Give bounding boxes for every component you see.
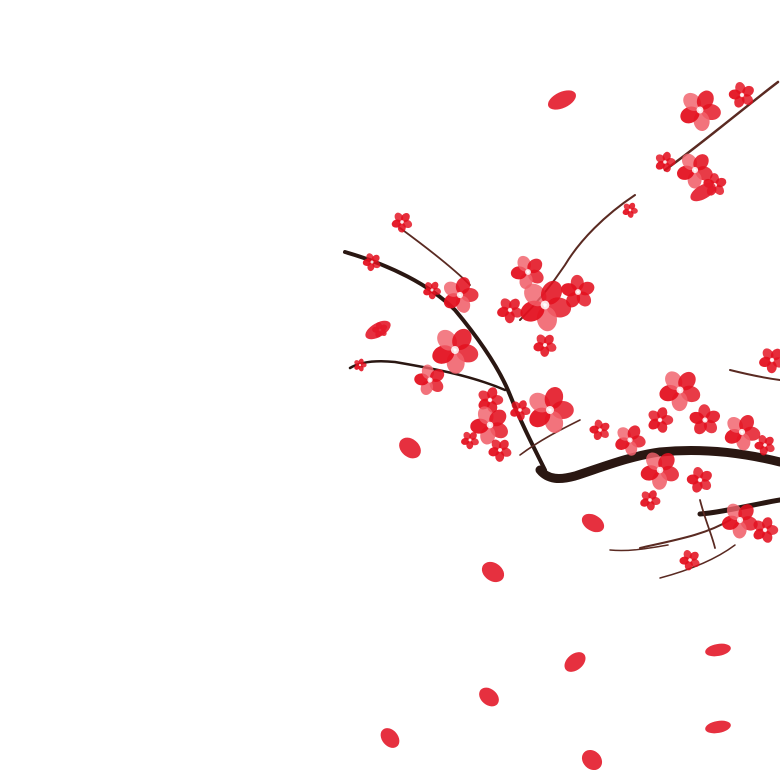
blossom <box>414 364 445 396</box>
blossom <box>640 452 679 490</box>
blossom <box>728 82 754 108</box>
blossom <box>640 490 661 511</box>
twig-drop <box>699 499 716 549</box>
blossom <box>615 425 646 456</box>
blossom <box>354 358 367 372</box>
twig-mid <box>519 419 581 456</box>
blossom <box>520 280 572 332</box>
blossom-clusters <box>354 82 780 571</box>
twig-right <box>729 369 780 381</box>
blossom <box>362 253 381 272</box>
blossom <box>753 517 779 543</box>
blossom <box>648 407 674 433</box>
blossom <box>622 202 638 218</box>
blossom <box>679 550 700 571</box>
main-branch <box>535 445 780 483</box>
blossom <box>529 386 574 434</box>
blossom <box>655 151 676 173</box>
falling-petal <box>705 643 731 657</box>
falling-petal <box>690 182 716 202</box>
falling-petal <box>481 561 505 583</box>
blossom <box>461 431 479 450</box>
blossom <box>680 90 721 132</box>
blossom <box>488 439 512 462</box>
falling-petal <box>479 687 499 707</box>
blossom <box>754 435 775 456</box>
falling-petal <box>581 513 605 533</box>
falling-petals <box>365 90 731 771</box>
falling-petal <box>547 90 577 110</box>
blossom <box>432 328 479 374</box>
twig-down <box>659 544 736 579</box>
blossom <box>510 400 531 421</box>
blossom <box>677 153 713 189</box>
blossom <box>589 419 610 441</box>
falling-petal <box>399 437 421 459</box>
blossom <box>689 404 721 435</box>
blossom <box>391 212 413 233</box>
blossom <box>724 415 761 451</box>
blossom <box>423 281 441 300</box>
blossom <box>470 406 508 445</box>
twig-top-right <box>663 80 780 172</box>
blossom <box>686 467 712 493</box>
blossom <box>759 348 780 374</box>
blossom <box>533 334 557 357</box>
blossom <box>497 298 523 324</box>
upper-left-limb <box>343 250 547 472</box>
blossom <box>659 371 701 412</box>
falling-petal <box>581 749 603 771</box>
falling-petal <box>380 728 400 748</box>
falling-petal <box>365 320 391 340</box>
blossom <box>478 387 504 413</box>
blossom <box>561 274 595 308</box>
blossom <box>722 503 758 539</box>
falling-petal <box>564 652 586 672</box>
plum-branches <box>343 80 780 579</box>
blossom <box>443 277 479 313</box>
twig-bottom <box>609 544 669 552</box>
falling-petal <box>705 720 731 734</box>
